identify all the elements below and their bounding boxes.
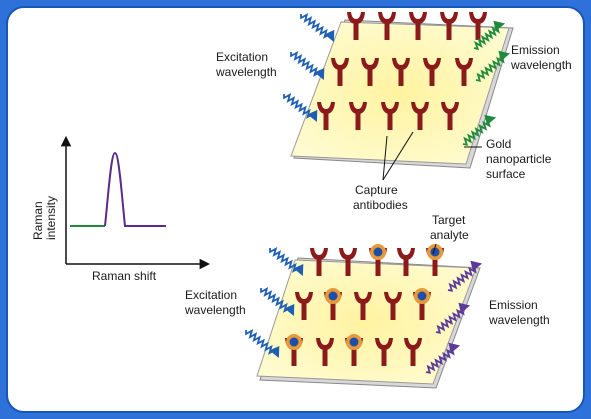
antibody xyxy=(440,12,458,40)
antibody xyxy=(397,248,415,276)
top-emission-label-line1: Emission xyxy=(511,43,560,57)
bottom-panel: Target analyte Excitation wavelength Emi… xyxy=(184,213,550,389)
top-excitation-label-line1: Excitation xyxy=(216,50,268,64)
antibody xyxy=(392,58,410,86)
antibody xyxy=(423,58,441,86)
antibody xyxy=(441,102,459,130)
bottom-emission-label-line1: Emission xyxy=(489,298,538,312)
excitation-wave xyxy=(290,50,325,80)
antibody xyxy=(349,102,367,130)
antibody xyxy=(331,58,349,86)
excitation-wave xyxy=(260,286,295,316)
antibody xyxy=(411,102,429,130)
antibody xyxy=(361,58,379,86)
antibody xyxy=(310,248,328,276)
bottom-excitation-label-line1: Excitation xyxy=(185,288,237,302)
bottom-emission-waves xyxy=(425,260,483,374)
gold-label-line3: surface xyxy=(486,167,526,181)
target-label-line1: Target xyxy=(432,213,466,227)
antibody xyxy=(347,12,365,40)
antibody xyxy=(339,248,357,276)
bottom-excitation-label-line2: wavelength xyxy=(184,303,246,317)
emission-wave xyxy=(462,114,497,146)
graph-ylabel-line1: Raman xyxy=(31,201,45,240)
target-analyte xyxy=(427,244,443,260)
top-panel: Excitation wavelength Emission wavelengt… xyxy=(215,12,572,212)
bottom-analytes xyxy=(286,244,443,350)
gold-label-line2: nanoparticle xyxy=(486,152,552,166)
antibody xyxy=(381,102,399,130)
capture-label-line2: antibodies xyxy=(353,198,408,212)
raman-graph: Raman intensity Raman shift xyxy=(31,135,211,283)
capture-pointer-1 xyxy=(382,135,388,181)
antibody xyxy=(295,292,313,320)
emission-wave xyxy=(473,20,506,51)
bottom-excitation-waves xyxy=(245,246,304,358)
excitation-wave xyxy=(300,12,335,42)
antibody xyxy=(404,338,422,366)
top-antibodies xyxy=(317,12,487,130)
antibody xyxy=(384,292,402,320)
top-emission-label-line2: wavelength xyxy=(510,58,572,72)
antibody xyxy=(375,338,393,366)
target-analyte xyxy=(370,244,386,260)
antibody xyxy=(317,102,335,130)
emission-wave xyxy=(435,302,471,334)
excitation-wave xyxy=(269,246,304,276)
target-label-line2: analyte xyxy=(430,228,469,242)
graph-ylabel-line2: intensity xyxy=(44,196,58,240)
emission-wave xyxy=(425,342,461,374)
diagram-panel: Raman intensity Raman shift Excitation w… xyxy=(6,6,585,413)
antibody xyxy=(455,58,473,86)
top-excitation-waves xyxy=(283,12,335,122)
antibody xyxy=(378,12,396,40)
target-analyte xyxy=(414,288,430,304)
target-analyte xyxy=(346,334,362,350)
antibody xyxy=(469,12,487,40)
emission-wave xyxy=(447,260,483,292)
capture-pointer-2 xyxy=(382,131,414,181)
antibody xyxy=(316,338,334,366)
excitation-wave xyxy=(245,328,280,358)
gold-label-line1: Gold xyxy=(486,137,511,151)
target-analyte xyxy=(286,334,302,350)
target-pointer-line xyxy=(432,243,437,255)
target-analyte xyxy=(325,288,341,304)
capture-label-line1: Capture xyxy=(355,183,398,197)
graph-xlabel: Raman shift xyxy=(92,269,157,283)
excitation-wave xyxy=(283,92,318,122)
antibody xyxy=(409,12,427,40)
emission-wave xyxy=(475,50,511,82)
bottom-emission-label-line2: wavelength xyxy=(488,313,550,327)
antibody xyxy=(354,292,372,320)
top-excitation-label-line2: wavelength xyxy=(215,65,277,79)
sers-diagram: Raman intensity Raman shift Excitation w… xyxy=(31,12,572,389)
spectrum-peak xyxy=(104,151,166,227)
top-emission-waves xyxy=(462,20,511,146)
